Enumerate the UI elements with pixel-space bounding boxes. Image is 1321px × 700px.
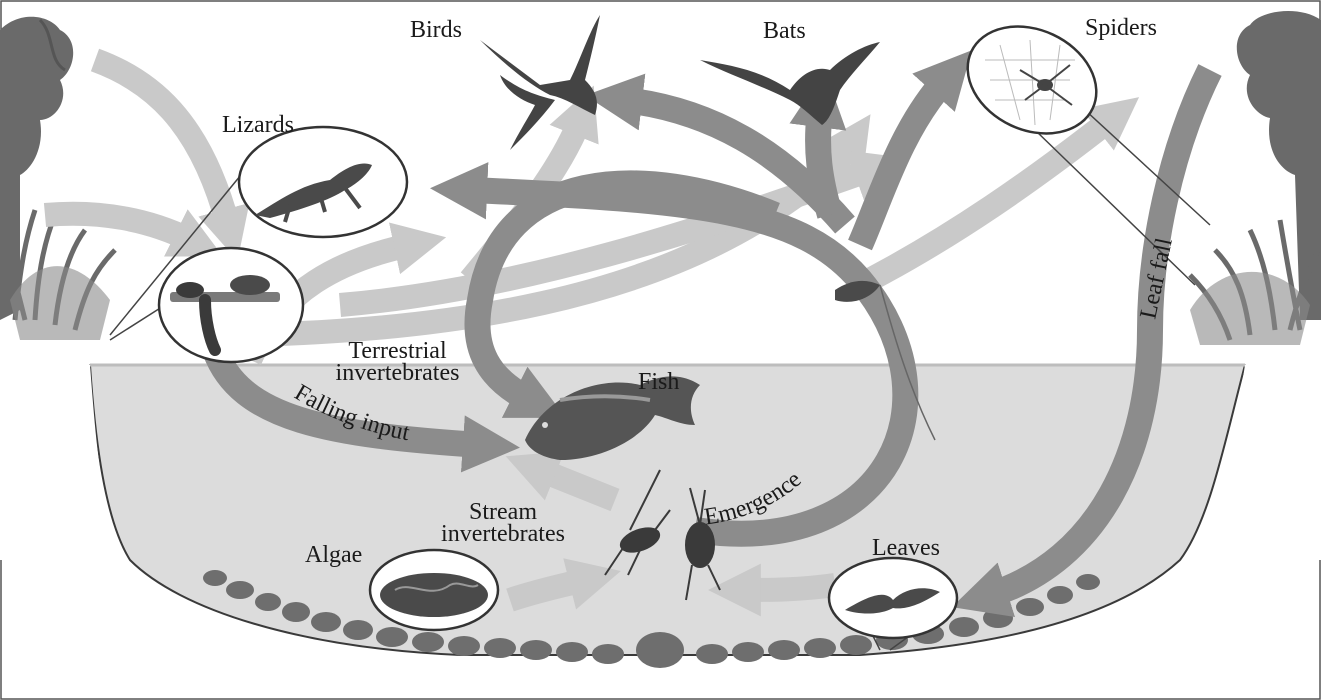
stream-invertebrates-label-line1: Stream (418, 501, 588, 523)
fish-label: Fish (638, 371, 679, 393)
terrestrial-invertebrates-label-line1: Terrestrial (325, 340, 470, 362)
algae-label: Algae (305, 544, 362, 566)
lizards-label: Lizards (222, 114, 294, 136)
terrestrial-invertebrates-inset (159, 248, 303, 362)
lizard-inset (239, 127, 407, 237)
spiders-label: Spiders (1085, 17, 1157, 39)
algae-icon (380, 573, 488, 617)
leaves-label: Leaves (872, 537, 940, 559)
terrestrial-invertebrates-label-line2: invertebrates (325, 362, 470, 384)
stream-invertebrates-label: Stream invertebrates (418, 501, 588, 545)
algae-inset (370, 550, 498, 630)
beetle-icon (176, 282, 204, 298)
bats-label: Bats (763, 20, 806, 42)
birds-label: Birds (410, 19, 462, 41)
stream-invertebrates-label-line2: invertebrates (418, 523, 588, 545)
terrestrial-invertebrates-label: Terrestrial invertebrates (325, 340, 470, 384)
leaves-inset (829, 558, 957, 638)
